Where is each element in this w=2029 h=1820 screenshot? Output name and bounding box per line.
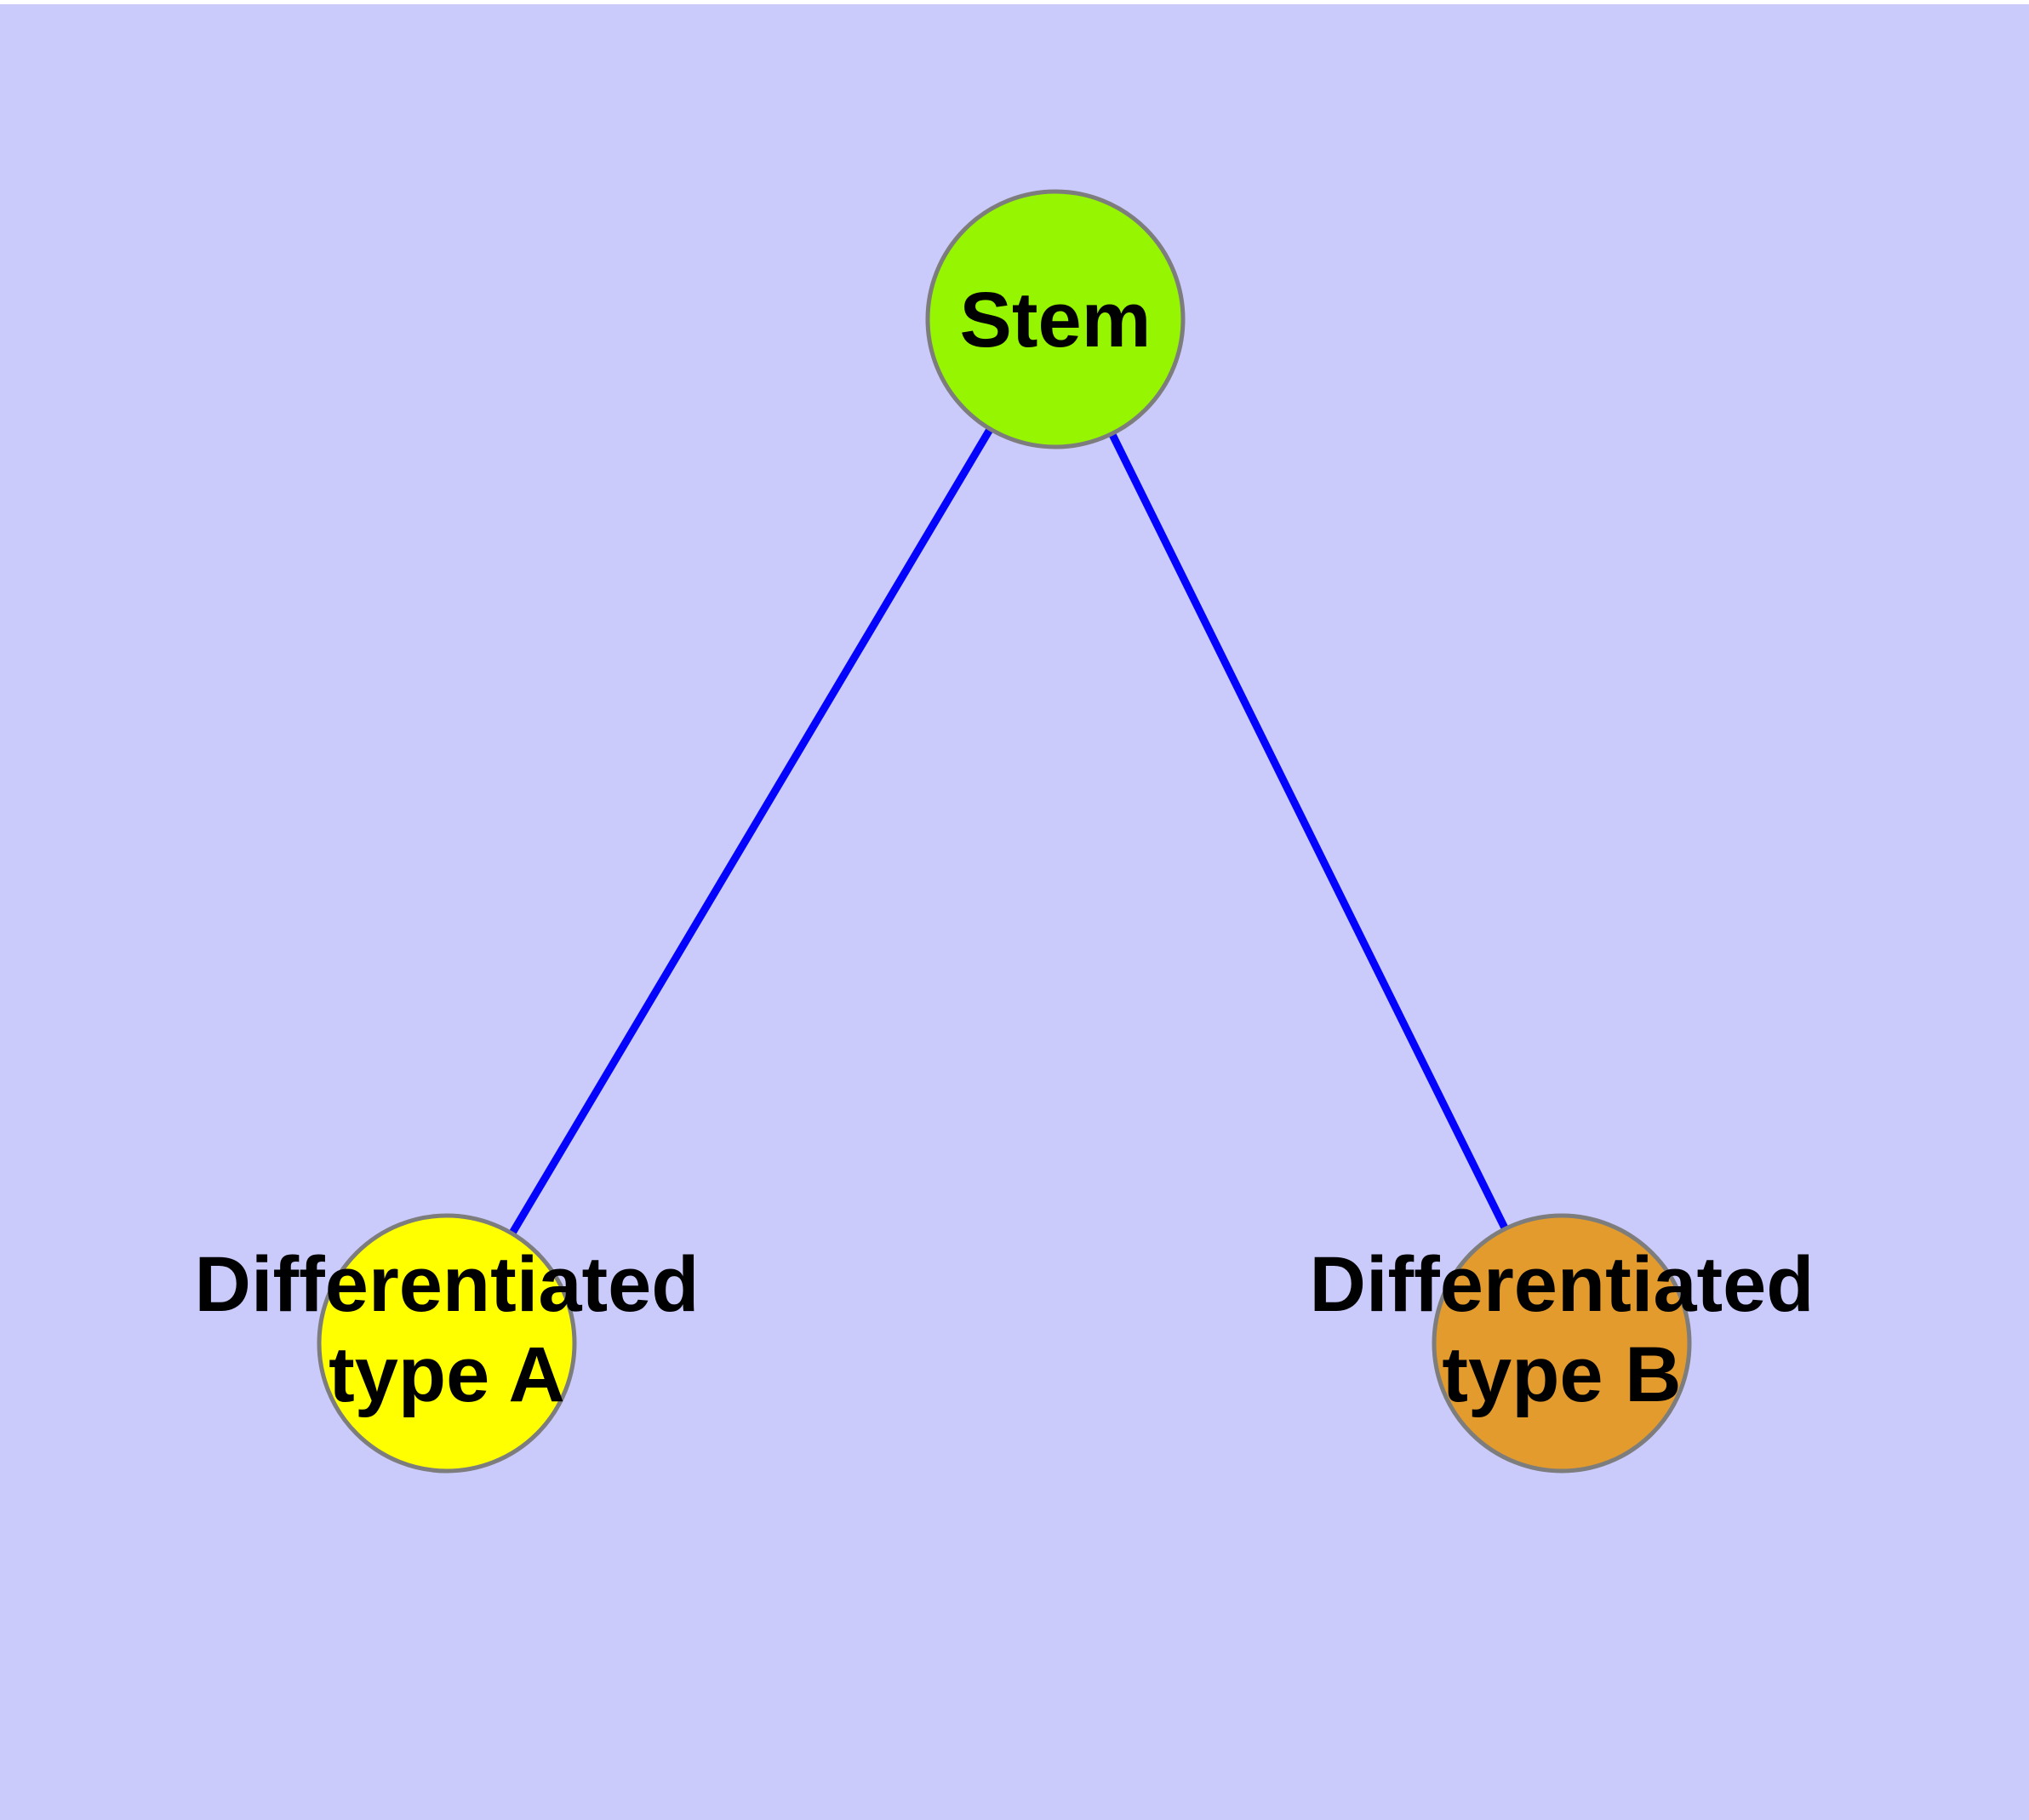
node-differentiated-type-a bbox=[317, 1213, 577, 1474]
top-margin bbox=[0, 0, 2029, 4]
edge-stem-to-differentiated-type-b bbox=[1051, 318, 1566, 1345]
node-stem bbox=[925, 189, 1186, 449]
node-differentiated-type-b bbox=[1432, 1213, 1692, 1474]
edge-stem-to-differentiated-type-a bbox=[443, 317, 1059, 1346]
node-stem-label: Stem bbox=[960, 277, 1152, 363]
